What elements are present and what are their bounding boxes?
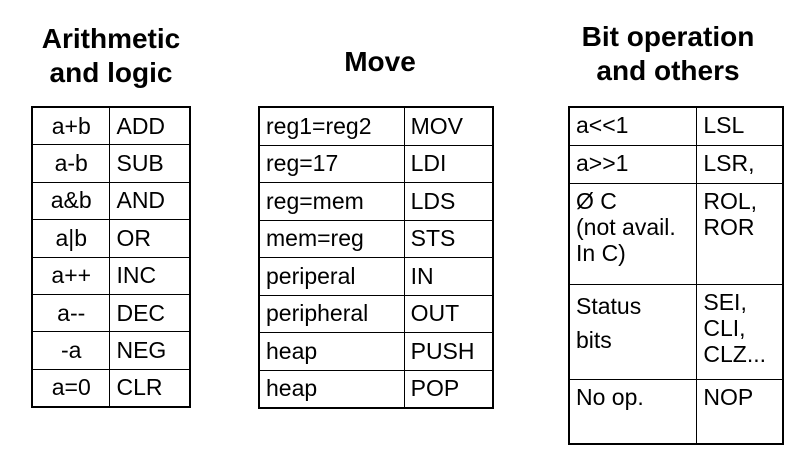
expression-cell: mem=reg [258,219,405,258]
instruction-cell: LSL [696,106,784,146]
cell-text: SEI, CLI, CLZ... [703,288,766,367]
instruction-cell: MOV [403,106,494,146]
instruction-cell: PUSH [403,332,494,371]
instruction-cell: LDS [403,182,494,221]
expression-cell: heap [258,369,405,409]
table-row: Ø C (not avail. In C) ROL, ROR [568,182,784,285]
instruction-cell: ROL, ROR [696,182,784,285]
cell-text: Status bits [576,292,642,353]
instruction-cell: INC [109,256,191,295]
heading-line: Move [344,46,416,77]
expression-cell: periperal [258,257,405,296]
instruction-cell: LDI [403,144,494,183]
instruction-cell: CLR [109,368,191,408]
expression-cell: a++ [31,256,111,295]
expression-cell: peripheral [258,294,405,333]
expression-cell: reg=17 [258,144,405,183]
heading-line: and logic [49,57,173,88]
expression-cell: a>>1 [568,144,698,184]
table-row: a<<1 LSL [568,106,784,146]
expression-cell: a|b [31,219,111,258]
table-row: Status bits SEI, CLI, CLZ... [568,283,784,380]
expression-cell: a=0 [31,368,111,408]
cell-text: a>>1 [576,149,629,176]
cell-text: No op. [576,383,644,410]
table-row: a--DEC [31,293,191,333]
expression-cell: reg1=reg2 [258,106,405,146]
cell-text: a<<1 [576,112,629,138]
expression-cell: a+b [31,106,111,146]
table-row: a++INC [31,256,191,295]
heading-bit-operation-and-others: Bit operation and others [558,20,778,88]
heading-line: Bit operation [581,21,755,52]
cell-text: LSL [703,112,745,138]
instruction-cell: ADD [109,106,191,146]
instruction-cell: NOP [696,378,784,445]
cell-text: LSR, [703,149,755,176]
expression-cell: heap [258,332,405,371]
expression-cell: No op. [568,378,698,445]
table-row: a>>1 LSR, [568,144,784,184]
instruction-cell: OUT [403,294,494,333]
expression-cell: reg=mem [258,182,405,221]
instruction-cell: POP [403,369,494,409]
expression-cell: a-- [31,293,111,333]
instruction-cell: NEG [109,331,191,370]
cell-text: Ø C (not avail. In C) [576,187,676,266]
bit-operation-table: a<<1 LSL a>>1 LSR, Ø C (not avail. In C) RO… [568,106,784,445]
cell-text: ROL, ROR [703,187,758,240]
heading-move: Move [300,45,460,79]
heading-line: Arithmetic [41,23,181,54]
expression-cell: -a [31,331,111,370]
table-row: No op. NOP [568,378,784,445]
heading-line: and others [596,55,740,86]
instruction-cell: IN [403,257,494,296]
instruction-cell: STS [403,219,494,258]
cell-text: NOP [703,383,754,410]
expression-cell: a&b [31,181,111,221]
expression-cell: a<<1 [568,106,698,146]
expression-cell: Ø C (not avail. In C) [568,182,698,285]
instruction-cell: LSR, [696,144,784,184]
instruction-cell: SEI, CLI, CLZ... [696,283,784,380]
instruction-cell: DEC [109,293,191,333]
heading-arithmetic-and-logic: Arithmetic and logic [22,22,200,90]
expression-cell: Status bits [568,283,698,380]
instruction-cell: SUB [109,144,191,183]
instruction-cell: AND [109,181,191,221]
instruction-cell: OR [109,219,191,258]
expression-cell: a-b [31,144,111,183]
